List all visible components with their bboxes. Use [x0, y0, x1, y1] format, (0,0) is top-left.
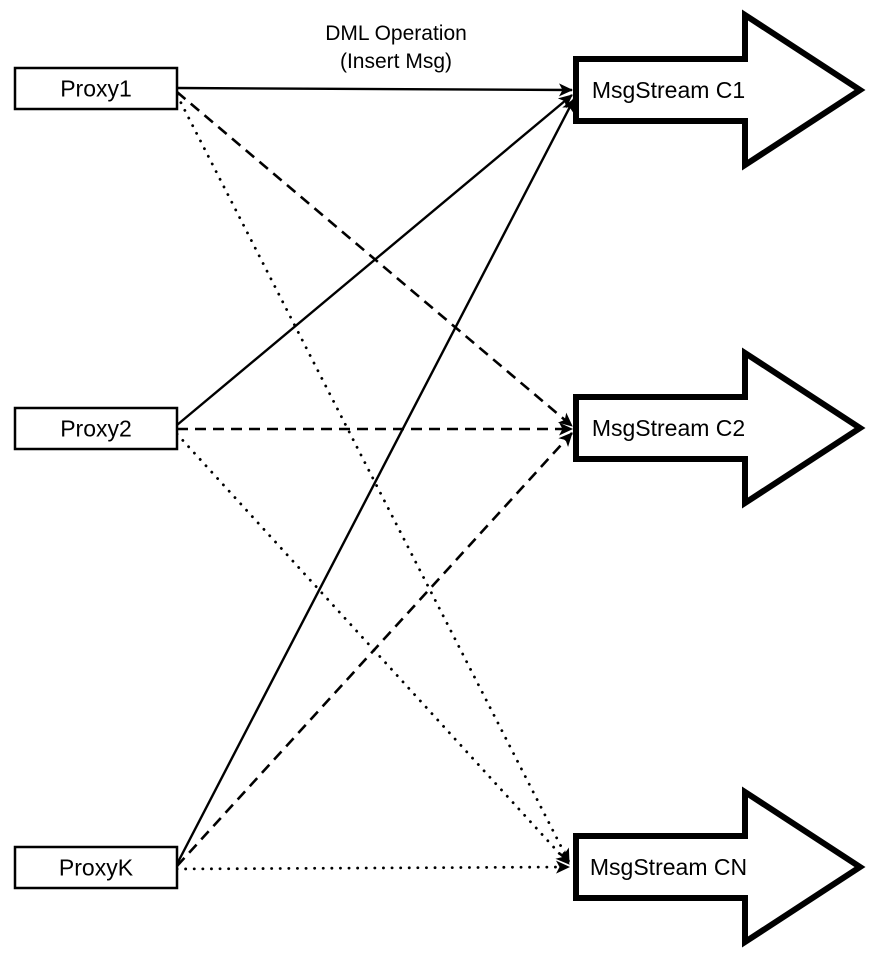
edge-proxyk-to-c2 [176, 432, 573, 867]
proxyk-box[interactable] [13, 845, 179, 890]
edge-proxy2-to-c1 [176, 94, 573, 426]
msgstream-cn-arrow-icon[interactable] [573, 786, 866, 948]
edge-proxy1-to-c1 [176, 83, 573, 97]
msgstream-c2-label: MsgStream C2 [592, 415, 745, 441]
source-node-proxy2[interactable]: Proxy2 [13, 406, 179, 451]
proxy2-label: Proxy2 [60, 416, 132, 442]
proxy1-box[interactable] [13, 66, 179, 111]
msgstream-c1-arrow-icon[interactable] [573, 9, 866, 171]
edge-proxy1-to-cn [175, 93, 571, 864]
edge-label-line-1: DML Operation [325, 22, 467, 45]
edge-label-line-2: (Insert Msg) [340, 50, 452, 73]
target-node-msgstream-cn[interactable]: MsgStream CN [573, 786, 866, 948]
edge-label-dml-operation: DML Operation (Insert Msg) [325, 22, 467, 73]
edge-proxyk-to-cn [175, 860, 571, 874]
edge-proxyk-to-c1 [175, 98, 576, 865]
msgstream-c2-arrow-icon[interactable] [573, 347, 866, 509]
msgstream-c1-label: MsgStream C1 [592, 77, 745, 103]
proxyk-label: ProxyK [59, 855, 134, 881]
msgstream-cn-label: MsgStream CN [590, 854, 747, 880]
edge-group [175, 83, 576, 874]
source-node-proxy1[interactable]: Proxy1 [13, 66, 179, 111]
proxy2-box[interactable] [13, 406, 179, 451]
edge-proxy2-to-cn [175, 432, 571, 866]
proxy1-label: Proxy1 [60, 76, 132, 102]
source-node-proxyk[interactable]: ProxyK [13, 845, 179, 890]
target-node-msgstream-c2[interactable]: MsgStream C2 [573, 347, 866, 509]
target-node-msgstream-c1[interactable]: MsgStream C1 [573, 9, 866, 171]
